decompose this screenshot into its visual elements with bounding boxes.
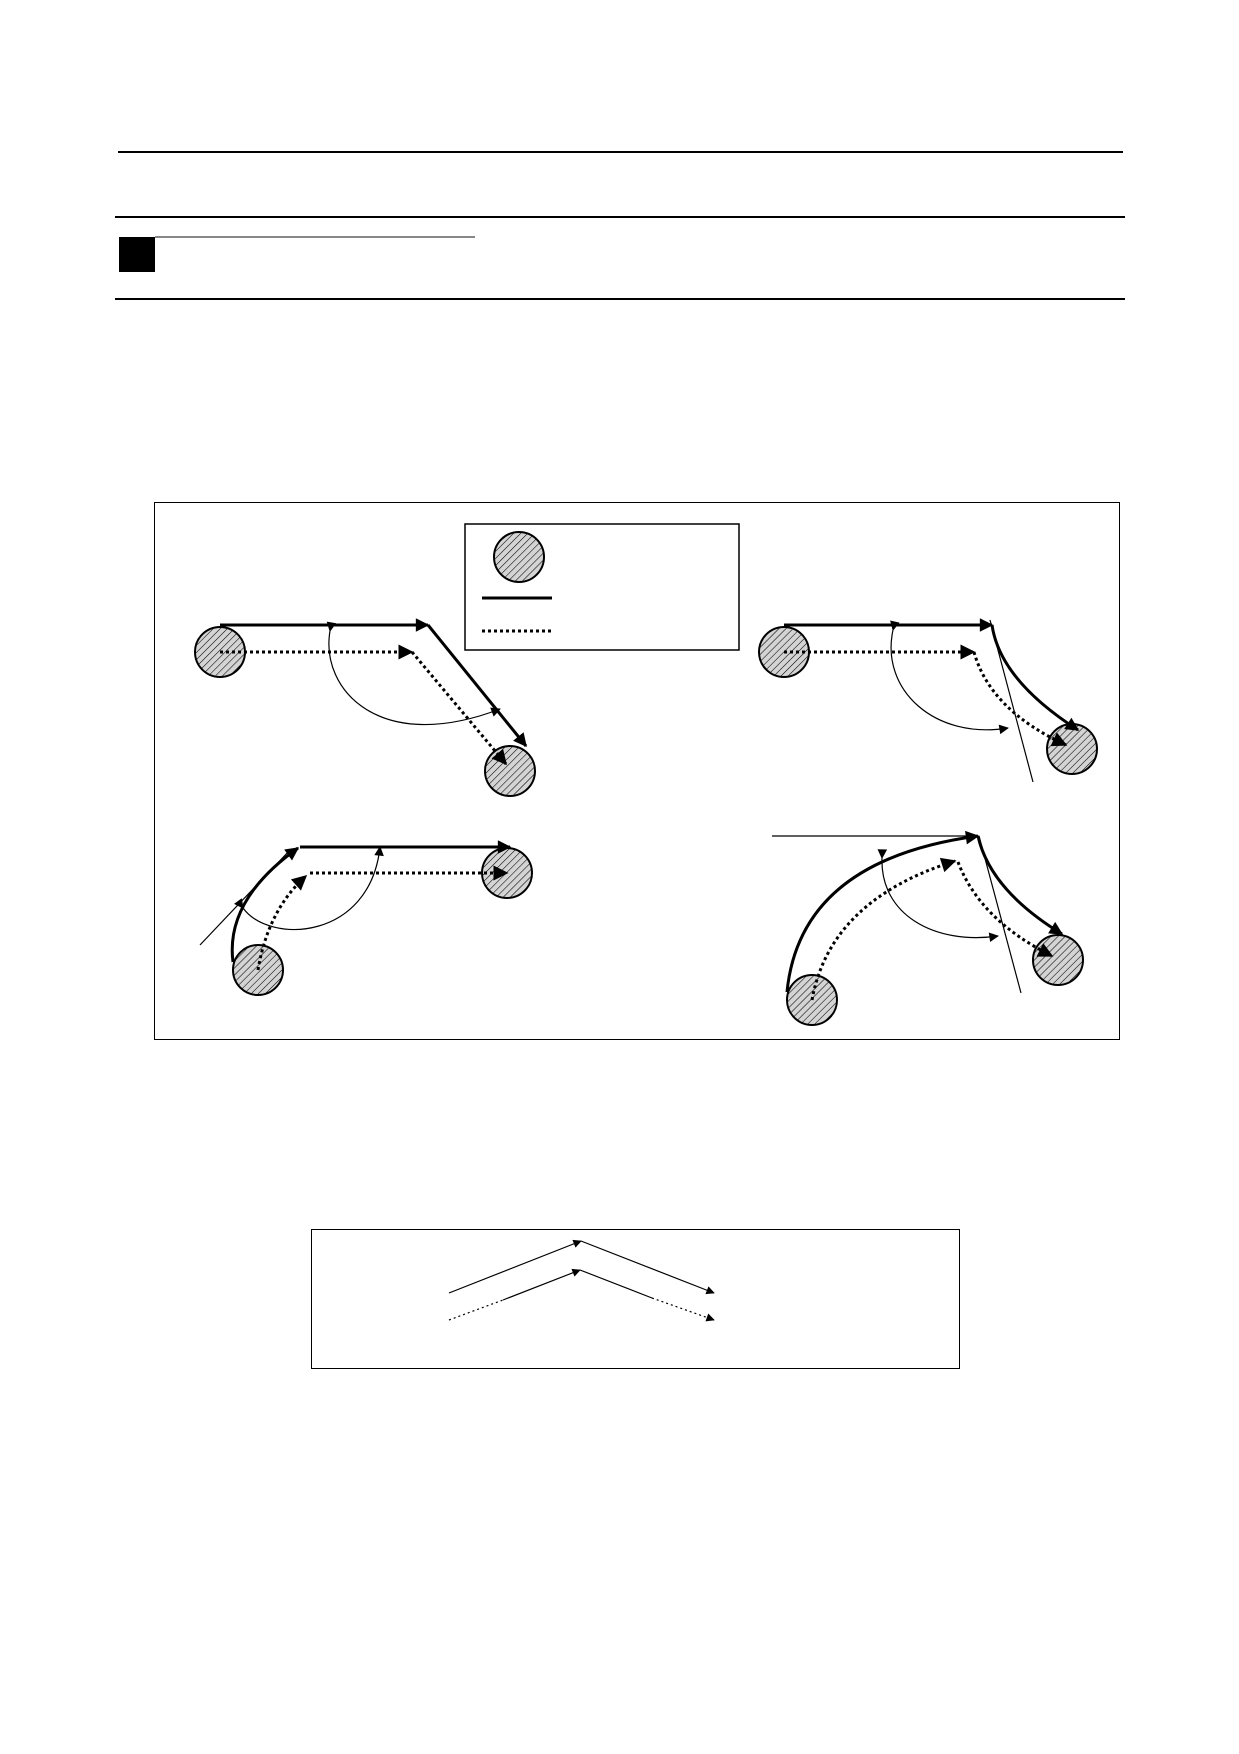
lower-path-dotted-end (651, 1297, 715, 1322)
upper-path-segment (448, 1239, 582, 1294)
panel-line-arc (758, 618, 1098, 783)
section-marker-square (119, 237, 155, 272)
programmed-path-arc (976, 835, 1064, 936)
lower-path-segment (579, 1269, 653, 1299)
angle-arc (234, 846, 384, 931)
panel-arc-arc (772, 830, 1084, 1026)
panel-arc-line (199, 840, 533, 996)
header-top-rule (118, 151, 1123, 153)
angle-arc (877, 849, 999, 942)
panel-line-line (194, 618, 536, 797)
angle-arc (890, 620, 1009, 735)
lower-path-dotted-start (448, 1299, 504, 1321)
angle-arc (326, 621, 501, 726)
tool-center-path-arc (810, 857, 957, 1001)
section-bottom-rule (115, 298, 1125, 300)
legend-tool-symbol (493, 531, 545, 583)
lower-path-segment (502, 1268, 581, 1301)
programmed-path-arc (785, 830, 980, 993)
upper-path-segment (580, 1240, 715, 1295)
section-heading-underline (155, 236, 475, 238)
legend-box (464, 523, 740, 651)
figure-2-frame (311, 1229, 960, 1369)
header-bottom-rule (115, 216, 1125, 218)
